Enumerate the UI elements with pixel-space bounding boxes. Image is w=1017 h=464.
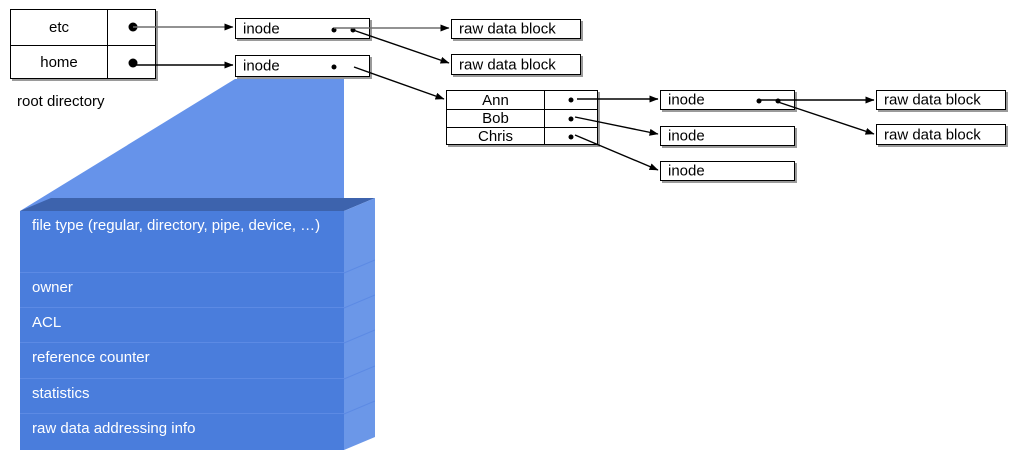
root-entry-name-home: home — [11, 46, 108, 79]
inode-detail-box: file type (regular, directory, pipe, dev… — [20, 198, 375, 450]
raw-data-block-etc-2[interactable]: raw data block — [451, 54, 581, 75]
inode-detail-front-face: file type (regular, directory, pipe, dev… — [20, 211, 344, 450]
home-entry-pointer-bob[interactable] — [545, 110, 597, 127]
table-row[interactable]: etc — [11, 10, 155, 45]
pointer-dot-icon — [568, 97, 574, 103]
inode-field-owner: owner — [20, 273, 344, 308]
raw-data-block-label: raw data block — [884, 91, 981, 109]
table-row[interactable]: Bob — [447, 109, 597, 127]
inode-box-label: inode — [668, 162, 705, 180]
inode-box-etc[interactable]: inode — [235, 18, 370, 39]
inode-field-statistics: statistics — [20, 379, 344, 414]
inode-field-raw-data-addressing: raw data addressing info — [32, 420, 196, 437]
table-row[interactable]: Chris — [447, 127, 597, 145]
inode-box-bob[interactable]: inode — [660, 126, 795, 146]
inode-box-label: inode — [668, 127, 705, 145]
inode-detail-side-face — [344, 198, 375, 450]
raw-data-block-label: raw data block — [459, 56, 556, 73]
home-entry-name-bob: Bob — [447, 110, 545, 127]
inode-detail-side-separators — [343, 259, 375, 415]
table-row[interactable]: home — [11, 45, 155, 79]
pointer-dot-icon — [128, 22, 138, 32]
pointer-dot-icon — [331, 64, 337, 70]
inode-field-acl: ACL — [20, 308, 344, 343]
inode-detail-3d-faces — [20, 198, 375, 450]
home-entry-name-ann: Ann — [447, 91, 545, 109]
pointer-dot-icon — [350, 27, 356, 33]
inode-box-home[interactable]: inode — [235, 55, 370, 77]
raw-data-block-ann-2[interactable]: raw data block — [876, 124, 1006, 145]
pointer-dot-icon — [756, 98, 762, 104]
inode-box-label: inode — [243, 20, 280, 37]
inode-box-label: inode — [243, 57, 280, 75]
raw-data-block-label: raw data block — [884, 126, 981, 143]
pointer-dot-icon — [568, 134, 574, 140]
inode-box-chris[interactable]: inode — [660, 161, 795, 181]
raw-data-block-ann-1[interactable]: raw data block — [876, 90, 1006, 110]
pointer-dot-icon — [128, 58, 138, 68]
inode-field-file-type: file type (regular, directory, pipe, dev… — [20, 211, 344, 273]
raw-data-block-etc-1[interactable]: raw data block — [451, 19, 581, 39]
root-directory-table[interactable]: etc home — [10, 9, 156, 79]
root-directory-caption: root directory — [17, 93, 105, 110]
inode-field-reference-counter: reference counter — [20, 343, 344, 379]
home-entry-name-chris: Chris — [447, 128, 545, 145]
home-entry-pointer-chris[interactable] — [545, 128, 597, 144]
raw-data-block-label: raw data block — [459, 20, 556, 38]
root-entry-name-etc: etc — [11, 10, 108, 45]
inode-detail-top-face — [20, 198, 375, 211]
pointer-dot-icon — [775, 98, 781, 104]
inode-box-ann[interactable]: inode — [660, 90, 795, 110]
home-entry-pointer-ann[interactable] — [545, 91, 597, 109]
pointer-dot-icon — [331, 27, 337, 33]
home-directory-table[interactable]: Ann Bob Chris — [446, 90, 598, 145]
root-entry-pointer-etc[interactable] — [108, 10, 155, 45]
inode-box-label: inode — [668, 91, 705, 109]
root-entry-pointer-home[interactable] — [108, 46, 155, 79]
pointer-dot-icon — [568, 116, 574, 122]
table-row[interactable]: Ann — [447, 91, 597, 109]
